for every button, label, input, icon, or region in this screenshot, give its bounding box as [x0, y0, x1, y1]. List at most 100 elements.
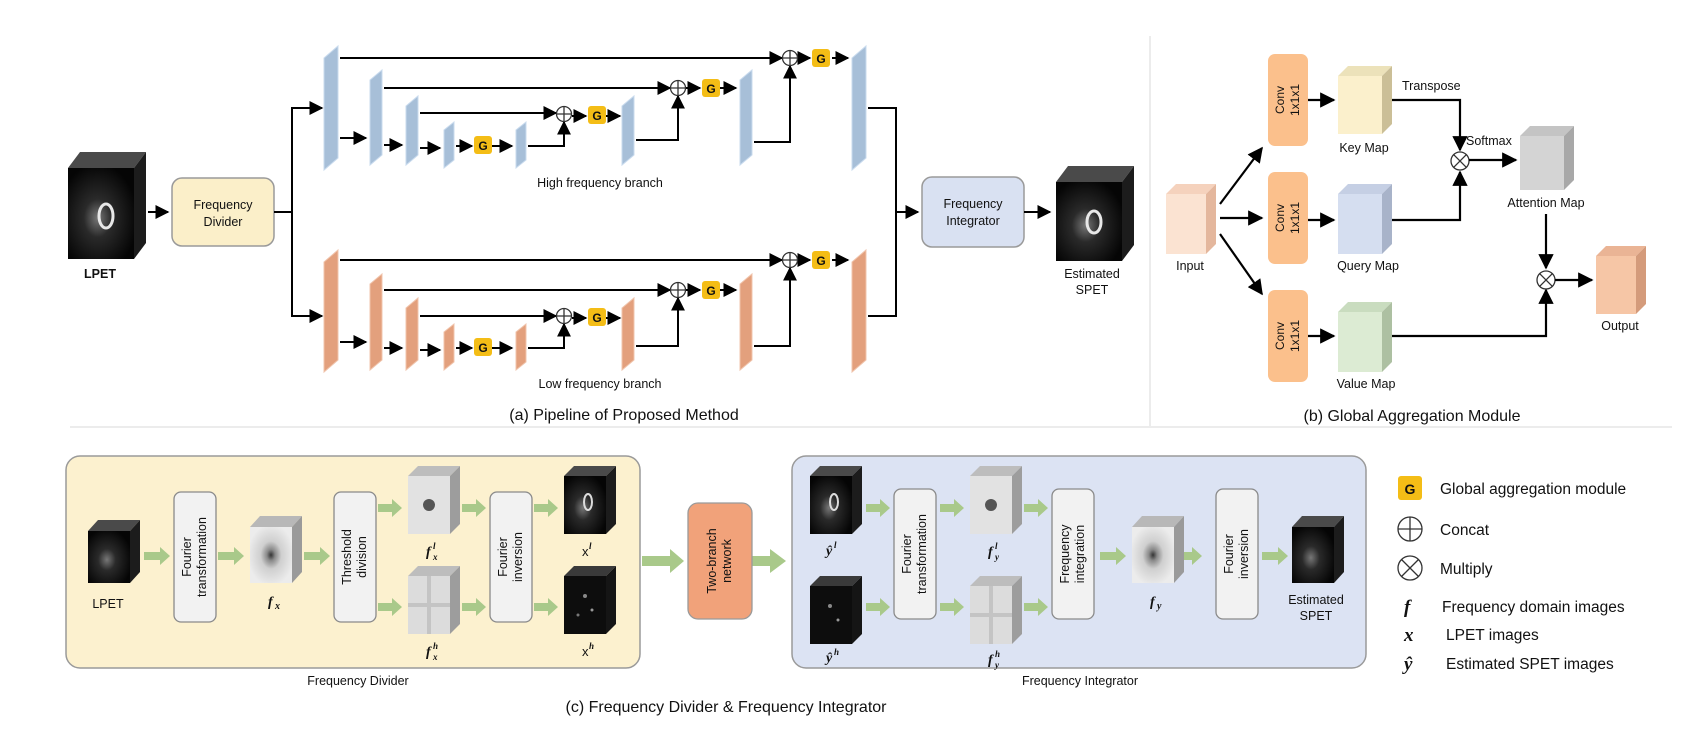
- svg-text:l: l: [589, 541, 592, 551]
- legend-multiply-icon: [1397, 555, 1423, 581]
- attention-map-cube: [1520, 126, 1574, 190]
- svg-text:Frequency: Frequency: [1058, 524, 1072, 584]
- svg-text:Conv: Conv: [1273, 86, 1287, 114]
- gam-input-label: Input: [1176, 259, 1204, 273]
- estimated-spet-label-2: SPET: [1076, 283, 1109, 297]
- svg-text:l: l: [433, 541, 436, 551]
- gam-panel: Input Conv 1x1x1 Conv 1x1x1 Conv 1x1x1: [1166, 54, 1646, 425]
- value-map-label: Value Map: [1337, 377, 1396, 391]
- fourier-transformation-label-1: Fourier: [180, 537, 194, 577]
- two-branch-label-2: network: [720, 538, 734, 583]
- yl-label: ŷ: [824, 544, 833, 559]
- svg-text:G: G: [1405, 481, 1416, 497]
- threshold-division-label-2: division: [355, 536, 369, 578]
- svg-text:x: x: [432, 552, 438, 562]
- high-frequency-branch-label: High frequency branch: [537, 176, 663, 190]
- svg-text:Fourier: Fourier: [900, 534, 914, 574]
- low-branch-blocks: [323, 248, 867, 374]
- estimated-spet-output-cube: [1056, 166, 1134, 261]
- yh-cube: [810, 576, 862, 644]
- divint-panel: LPET Fourier transformation f x: [65, 455, 1367, 716]
- high-branch-arrows: [312, 51, 850, 155]
- gam-conv-boxes: Conv 1x1x1 Conv 1x1x1 Conv 1x1x1: [1268, 54, 1308, 382]
- svg-text:G: G: [816, 52, 825, 66]
- fxh-cube: [408, 566, 460, 634]
- pipeline-caption: (a) Pipeline of Proposed Method: [509, 407, 738, 424]
- yl-cube: [810, 466, 862, 534]
- yh-label: ŷ: [824, 651, 833, 666]
- key-map-cube: [1338, 66, 1392, 134]
- svg-text:h: h: [589, 641, 594, 651]
- divider-lpet-label: LPET: [92, 597, 124, 611]
- threshold-division-box: [333, 491, 377, 623]
- integrator-estimated-spet-cube: [1292, 516, 1344, 583]
- fourier-transformation-label-2: transformation: [195, 517, 209, 597]
- legend-x-symbol: x: [1403, 625, 1414, 646]
- svg-text:l: l: [834, 540, 837, 550]
- legend-f-text: Frequency domain images: [1442, 599, 1625, 616]
- softmax-label: Softmax: [1466, 134, 1513, 148]
- low-branch-arrows: [340, 253, 850, 357]
- fourier-transformation-box: [173, 491, 217, 623]
- svg-text:G: G: [478, 139, 487, 153]
- xh-cube: [564, 566, 616, 634]
- value-map-cube: [1338, 302, 1392, 372]
- svg-text:Estimated: Estimated: [1288, 593, 1344, 607]
- gam-output-label: Output: [1601, 319, 1639, 333]
- svg-text:inversion: inversion: [1237, 529, 1251, 579]
- divint-caption: (c) Frequency Divider & Frequency Integr…: [565, 699, 887, 716]
- fx-label: f: [268, 595, 274, 610]
- frequency-integrator-label-1: Frequency: [943, 197, 1003, 211]
- fourier-inversion-box: [489, 491, 533, 623]
- svg-text:G: G: [816, 254, 825, 268]
- fxl-label: f: [426, 545, 432, 560]
- frequency-divider-label-1: Frequency: [193, 198, 253, 212]
- frequency-integrator-box: [921, 176, 1025, 248]
- multiply-icon-1: [1450, 151, 1470, 171]
- fxh-label: f: [426, 645, 432, 660]
- lpet-input-cube: [68, 152, 146, 259]
- svg-text:h: h: [433, 641, 438, 651]
- integrator-fourier-transformation-box: [893, 488, 937, 620]
- svg-text:Conv: Conv: [1273, 204, 1287, 232]
- integrator-caption: Frequency Integrator: [1022, 674, 1138, 688]
- xl-label: x: [582, 544, 589, 559]
- legend-concat-text: Concat: [1440, 522, 1490, 539]
- fyh-cube: [970, 576, 1022, 644]
- xl-cube: [564, 466, 616, 534]
- frequency-divider-label-2: Divider: [204, 215, 243, 229]
- svg-text:G: G: [478, 341, 487, 355]
- integrator-fourier-inversion-box: [1215, 488, 1259, 620]
- low-branch-g-boxes: G G G G: [474, 251, 830, 356]
- integrator-flow-arrows: [866, 499, 1288, 616]
- query-map-label: Query Map: [1337, 259, 1399, 273]
- high-branch-g-boxes: G G G G: [474, 49, 830, 154]
- multiply-icon-2: [1536, 270, 1556, 290]
- svg-text:G: G: [592, 311, 601, 325]
- fyh-label: f: [988, 653, 994, 668]
- high-branch-concat-icons: [555, 49, 799, 123]
- attention-map-label: Attention Map: [1507, 196, 1584, 210]
- svg-text:Conv: Conv: [1273, 322, 1287, 350]
- svg-text:x: x: [432, 652, 438, 662]
- svg-text:Fourier: Fourier: [1222, 534, 1236, 574]
- gam-input-cube: [1166, 184, 1216, 254]
- two-branch-label-1: Two-branch: [705, 528, 719, 593]
- two-branch-network-box: [687, 502, 753, 620]
- frequency-integration-box: [1051, 488, 1095, 620]
- pipeline-panel: LPET Frequency Divider: [68, 44, 1134, 424]
- frequency-divider-box: [171, 177, 275, 247]
- svg-text:integration: integration: [1073, 525, 1087, 583]
- svg-text:y: y: [994, 660, 1000, 670]
- legend-y-text: Estimated SPET images: [1446, 656, 1614, 673]
- legend: G Global aggregation module Concat Multi…: [1397, 476, 1626, 675]
- svg-text:G: G: [706, 284, 715, 298]
- fxl-cube: [408, 466, 460, 534]
- svg-text:G: G: [706, 82, 715, 96]
- gam-output-cube: [1596, 246, 1646, 314]
- query-map-cube: [1338, 184, 1392, 254]
- svg-text:transformation: transformation: [915, 514, 929, 594]
- divider-lpet-cube: [88, 520, 140, 583]
- gam-caption: (b) Global Aggregation Module: [1303, 408, 1520, 425]
- svg-text:y: y: [994, 552, 1000, 562]
